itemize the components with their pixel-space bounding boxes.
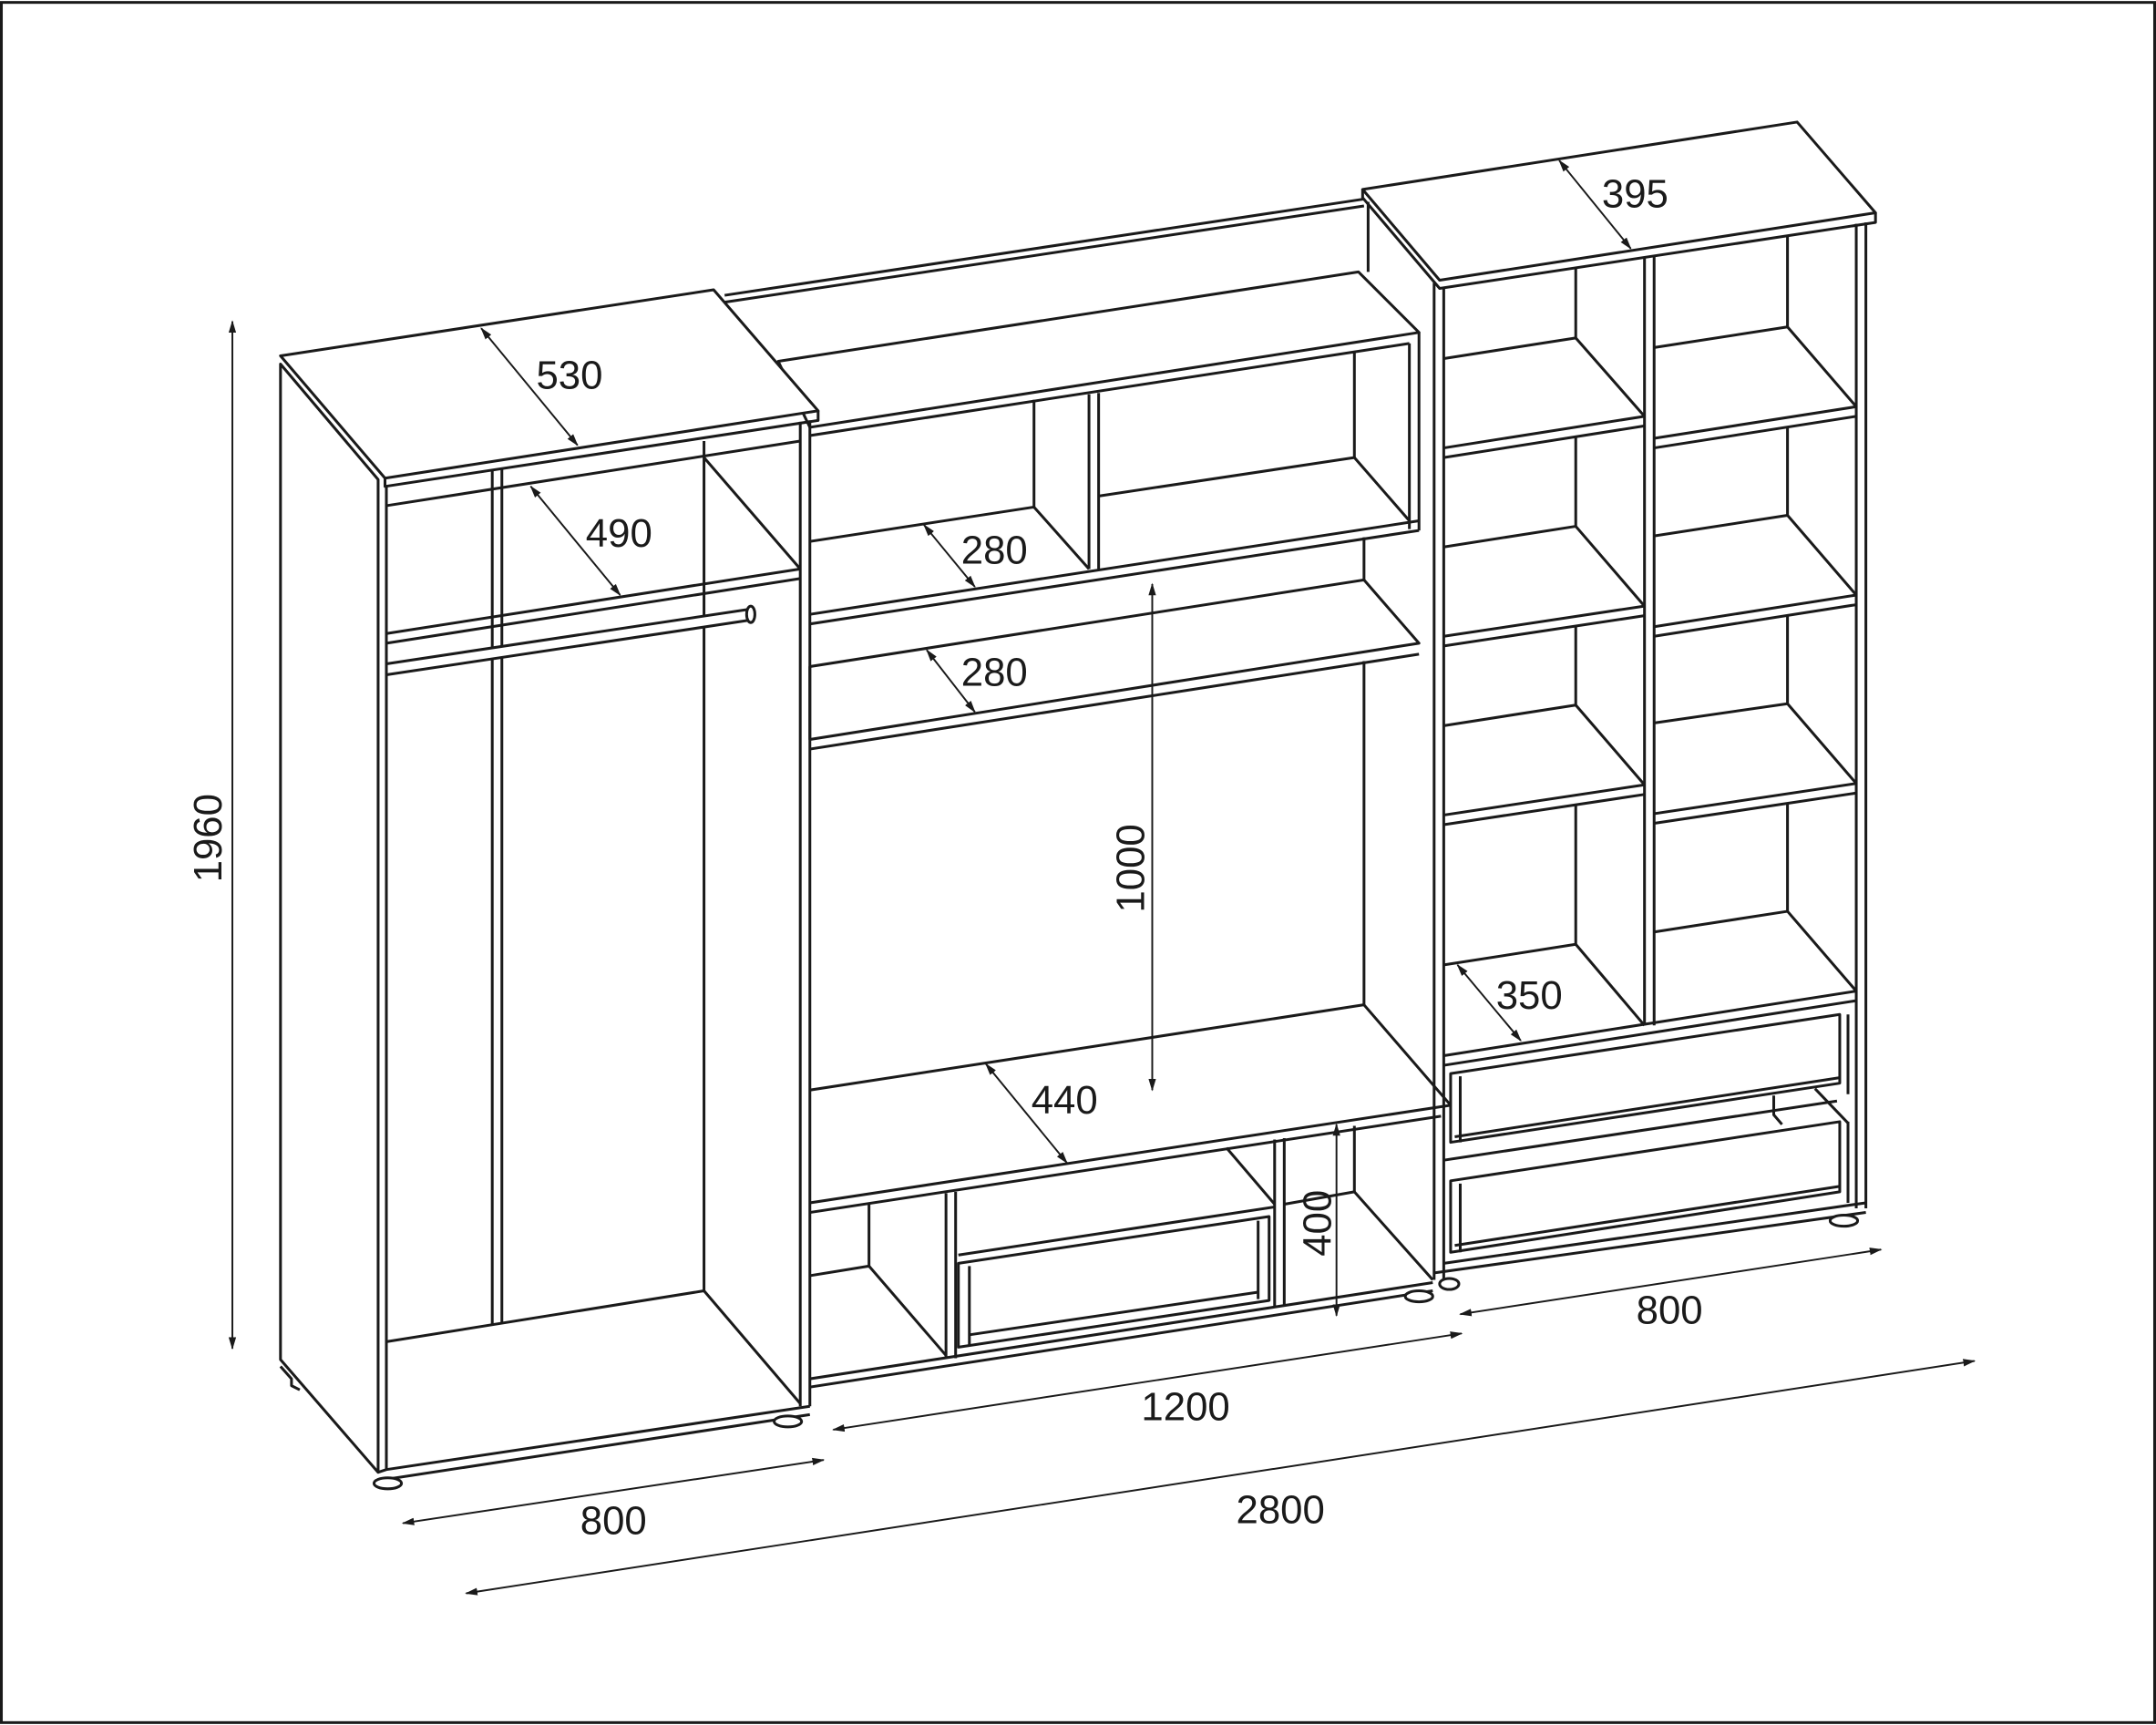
dim-label-400: 400 <box>1296 1190 1340 1257</box>
dimension-lines <box>228 159 1976 1596</box>
dim-label-395: 395 <box>1602 171 1668 216</box>
dimension-labels: 530 490 280 280 1000 440 400 395 350 196… <box>186 171 1703 1543</box>
drawers <box>1443 1012 1850 1254</box>
dim-label-2800: 2800 <box>1237 1488 1325 1533</box>
dim-label-280-middle: 280 <box>961 651 1028 695</box>
dim-label-800-right: 800 <box>1637 1289 1703 1333</box>
dim-label-530: 530 <box>536 354 602 398</box>
dim-label-350: 350 <box>1496 973 1563 1018</box>
dim-label-280-upper: 280 <box>961 528 1028 572</box>
dim-label-1000: 1000 <box>1108 824 1153 912</box>
dim-label-490: 490 <box>586 511 652 556</box>
dim-label-1200: 1200 <box>1141 1384 1229 1429</box>
right-shelves <box>1443 236 1858 1067</box>
dim-label-1960: 1960 <box>186 794 231 882</box>
dim-label-440: 440 <box>1032 1078 1098 1123</box>
dim-label-800-left: 800 <box>580 1499 647 1544</box>
